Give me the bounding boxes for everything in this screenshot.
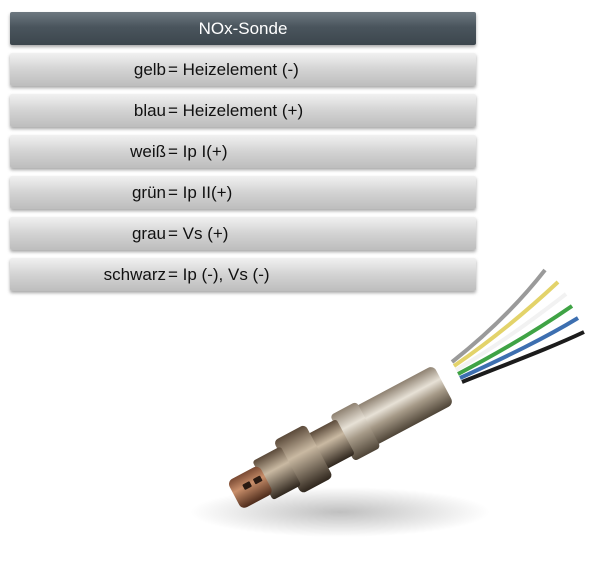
wire-grey [450, 268, 547, 364]
sensor-sleeve [355, 367, 452, 445]
title: NOx-Sonde [198, 18, 288, 38]
legend-row-grau: grau = Vs (+) [10, 217, 476, 250]
wire-function-label: = Heizelement (+) [168, 101, 304, 120]
wire-white [454, 292, 568, 372]
sensor-wires [450, 268, 585, 384]
wire-legend: gelb = Heizelement (-) blau = Heizelemen… [10, 53, 476, 299]
sensor-hex-nut [275, 425, 332, 493]
wire-blue [459, 316, 580, 380]
nox-sensor-image [190, 268, 585, 537]
legend-row-gruen: grün = Ip II(+) [10, 176, 476, 209]
wire-function-label: = Ip (-), Vs (-) [168, 265, 270, 284]
wire-yellow [452, 280, 560, 368]
wire-color-label: grau [131, 224, 166, 243]
title-bar: NOx-Sonde [10, 12, 476, 45]
wire-function-label: = Heizelement (-) [168, 60, 299, 79]
legend-row-weiss: weiß = Ip I(+) [10, 135, 476, 168]
legend-row-gelb: gelb = Heizelement (-) [10, 53, 476, 86]
wire-function-label: = Ip I(+) [168, 142, 228, 161]
wire-black [461, 330, 585, 384]
legend-row-schwarz: schwarz = Ip (-), Vs (-) [10, 258, 476, 291]
sensor-tip-slot [242, 481, 252, 490]
sensor-collar [331, 402, 380, 461]
wire-green [457, 304, 574, 376]
sensor-body [228, 367, 452, 508]
wire-function-label: = Vs (+) [168, 224, 229, 243]
legend-row-blau: blau = Heizelement (+) [10, 94, 476, 127]
wire-color-label: weiß [130, 142, 166, 161]
wire-function-label: = Ip II(+) [168, 183, 233, 202]
sensor-shadow [190, 487, 490, 537]
sensor-washer [253, 447, 301, 500]
wire-color-label: blau [133, 101, 166, 120]
wire-color-label: grün [131, 183, 166, 202]
sensor-tip-slot [253, 475, 263, 485]
wire-color-label: gelb [133, 60, 166, 79]
wire-color-label: schwarz [103, 265, 166, 284]
